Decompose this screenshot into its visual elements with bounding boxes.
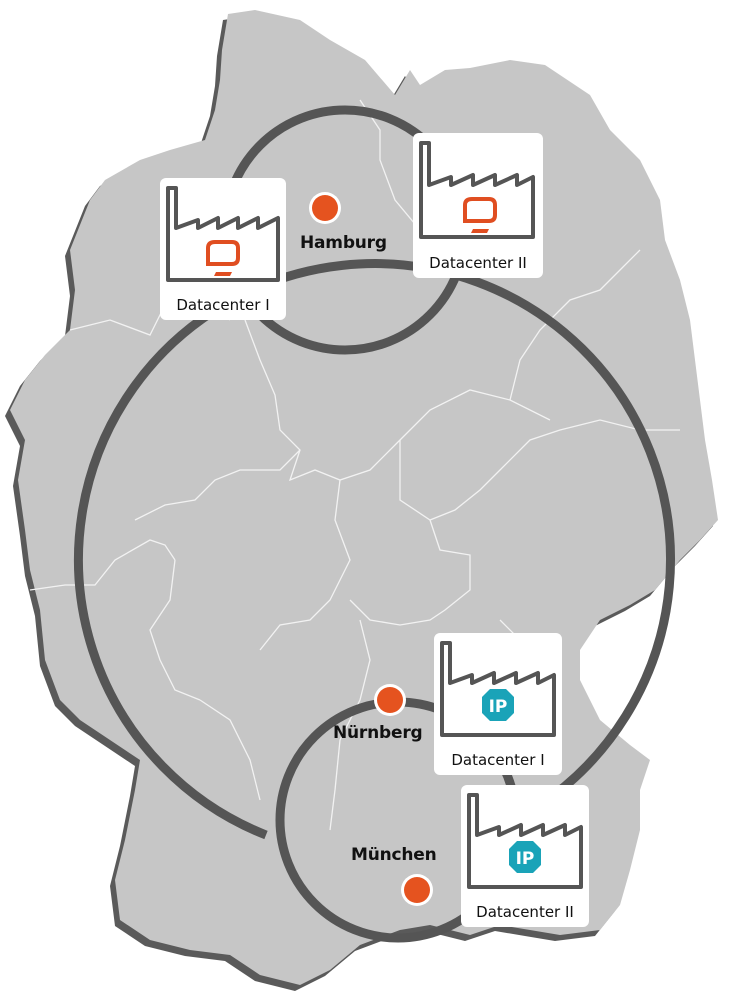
ip-badge-icon: IP [509, 841, 541, 873]
city-label-hamburg: Hamburg [300, 233, 387, 253]
factory-icon [166, 186, 280, 282]
brand-logo-icon [463, 197, 497, 233]
state-borders [29, 99, 680, 831]
ip-badge-icon: IP [482, 689, 514, 721]
svg-text:IP: IP [516, 849, 535, 869]
city-label-muenchen: München [351, 845, 437, 865]
datacenter-card-nuernberg-1: IP Datacenter I [434, 633, 562, 775]
brand-logo-icon [206, 240, 240, 276]
datacenter-card-muenchen-2: IP Datacenter II [461, 785, 589, 927]
datacenter-card-hamburg-1: Datacenter I [160, 178, 286, 320]
datacenter-label: Datacenter I [176, 296, 270, 314]
svg-text:IP: IP [489, 697, 508, 717]
city-label-nuernberg: Nürnberg [333, 723, 423, 743]
factory-icon [419, 141, 535, 239]
factory-icon: IP [440, 641, 556, 737]
factory-icon: IP [467, 793, 583, 889]
datacenter-label: Datacenter II [429, 254, 527, 272]
datacenter-label: Datacenter I [451, 751, 545, 769]
large-ring [74, 259, 675, 840]
land [10, 10, 718, 985]
datacenter-card-hamburg-2: Datacenter II [413, 133, 543, 278]
city-dots [309, 192, 433, 906]
datacenter-label: Datacenter II [476, 903, 574, 921]
